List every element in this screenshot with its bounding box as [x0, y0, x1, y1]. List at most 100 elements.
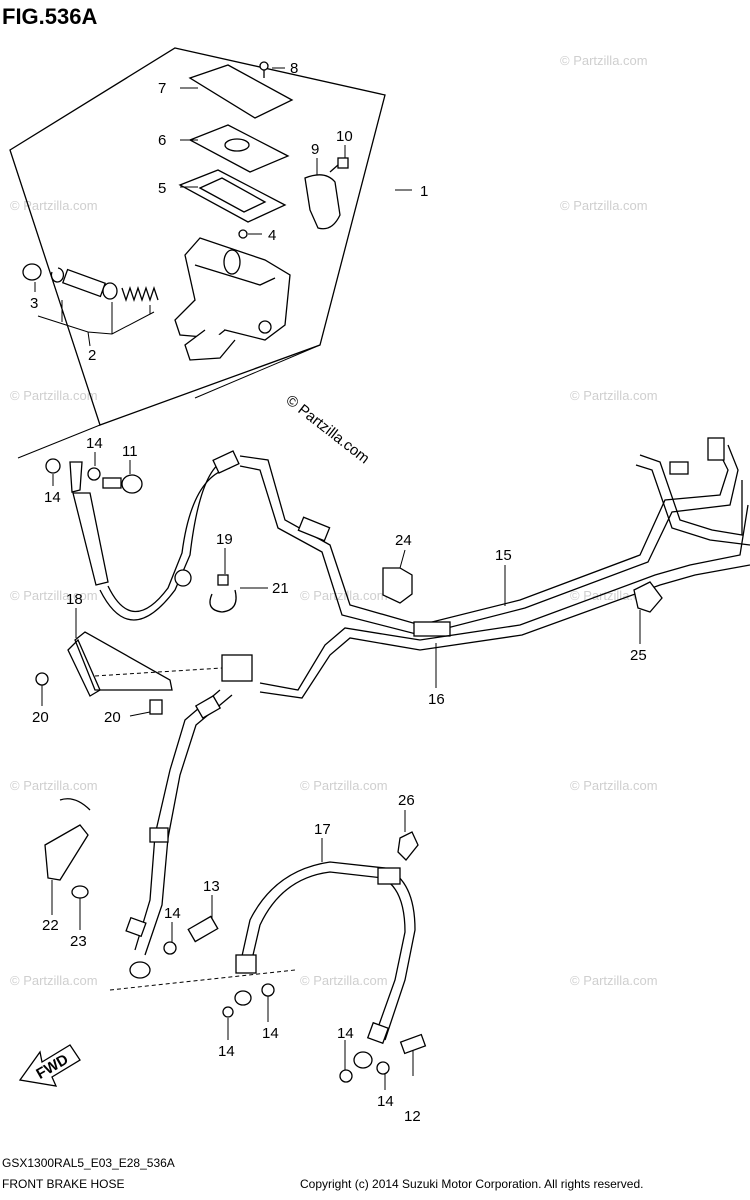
leader-lines [34, 67, 641, 1090]
watermark-main: © Partzilla.com [283, 392, 373, 468]
master-cylinder-holder [304, 174, 341, 230]
pipe-nut [707, 437, 725, 461]
washer [163, 941, 177, 955]
hose-banjo [129, 961, 151, 979]
hose-banjo [69, 461, 83, 493]
guide-bolt [71, 885, 89, 899]
hose-sleeve [235, 954, 257, 974]
hose-clamp [209, 589, 237, 613]
callout-15: 15 [495, 547, 512, 564]
hose-line [239, 861, 416, 1041]
leader-line [129, 711, 151, 717]
reservoir-cap [188, 64, 294, 119]
watermark: © Partzilla.com [10, 388, 98, 403]
hose-sleeve [366, 1021, 390, 1045]
callout-14: 14 [86, 435, 103, 452]
brake-hose-joint [221, 654, 253, 682]
diaphragm-inner [198, 177, 267, 213]
hose-banjo [353, 1051, 373, 1069]
union-bolt-head [121, 474, 143, 494]
upper-brake-hose [45, 450, 240, 621]
assembly-line [109, 969, 296, 991]
washer [339, 1069, 353, 1083]
copyright: Copyright (c) 2014 Suzuki Motor Corporat… [300, 1177, 643, 1191]
brake-pipe-16 [259, 504, 750, 699]
holder-bolt [337, 157, 349, 169]
brake-pipe-15 [239, 437, 750, 637]
pipe-nut [669, 461, 689, 475]
hose-guide [44, 798, 91, 899]
bleeder-cap [238, 229, 248, 239]
leader-line [399, 549, 406, 569]
union-bolt [187, 915, 219, 943]
screw-icon [259, 61, 269, 71]
watermark: © Partzilla.com [10, 778, 98, 793]
joint-bracket [35, 631, 253, 715]
lower-left-hose [125, 689, 233, 979]
lower-right-hose [109, 831, 427, 1083]
union-bolt [399, 1033, 427, 1055]
hose-sleeve [125, 916, 147, 938]
fwd-arrow-icon [18, 1044, 81, 1087]
callout-25: 25 [630, 647, 647, 664]
callout-5: 5 [158, 180, 166, 197]
hose-sleeve [377, 867, 401, 885]
watermark: © Partzilla.com [300, 973, 388, 988]
clamp-bolt [217, 574, 229, 586]
pipe-clamp [382, 567, 413, 604]
callout-14: 14 [44, 489, 61, 506]
watermark: © Partzilla.com [560, 198, 648, 213]
callout-18: 18 [66, 591, 83, 608]
hose-fitting [174, 569, 192, 587]
callout-13: 13 [203, 878, 220, 895]
callout-4: 4 [268, 227, 276, 244]
bracket-flange [67, 638, 101, 697]
reservoir-port [223, 249, 241, 275]
callout-21: 21 [272, 580, 289, 597]
callouts: 1 2 3 4 5 6 7 8 9 10 11 12 13 14 14 14 1… [30, 60, 647, 1125]
inset-pointer [194, 344, 321, 399]
plate-hole [224, 138, 250, 152]
bracket-screw [149, 699, 163, 715]
pipe-grommet [297, 516, 331, 542]
hose-banjo [234, 990, 252, 1006]
diaphragm-plate [188, 124, 290, 173]
bolt-shank [329, 164, 339, 173]
pipe-line [239, 449, 729, 626]
hose-line [107, 467, 231, 613]
hose-sleeve [72, 492, 109, 586]
callout-10: 10 [336, 128, 353, 145]
callout-8: 8 [290, 60, 298, 77]
pipe-line [259, 564, 750, 699]
callout-14: 14 [337, 1025, 354, 1042]
pipe-line [259, 504, 749, 691]
union-bolt-shank [102, 477, 122, 489]
washer [376, 1061, 390, 1075]
callout-12: 12 [404, 1108, 421, 1125]
figure-title: FIG.536A [2, 4, 97, 29]
callout-11: 11 [122, 443, 138, 460]
guide-hook [59, 798, 91, 811]
washer [261, 983, 275, 997]
mount-ear-lower [184, 329, 236, 361]
hose-line [134, 689, 221, 951]
piston-spring [121, 285, 159, 303]
washer [45, 458, 61, 474]
watermark: © Partzilla.com [300, 778, 388, 793]
pipe-line [239, 444, 739, 636]
hose-clamp [397, 831, 419, 861]
hose-line [249, 871, 406, 1037]
hose-guide [44, 824, 89, 881]
watermark: © Partzilla.com [570, 388, 658, 403]
watermark: © Partzilla.com [300, 588, 388, 603]
pipe-line-rear [639, 454, 743, 536]
watermark: © Partzilla.com [570, 778, 658, 793]
pipe-clamps [382, 567, 663, 613]
circlip [50, 267, 65, 283]
callout-22: 22 [42, 917, 59, 934]
watermark: © Partzilla.com [570, 973, 658, 988]
callout-2-bracket [37, 300, 155, 347]
bracket-screw [35, 672, 49, 686]
callout-17: 17 [314, 821, 331, 838]
washer [87, 467, 101, 481]
